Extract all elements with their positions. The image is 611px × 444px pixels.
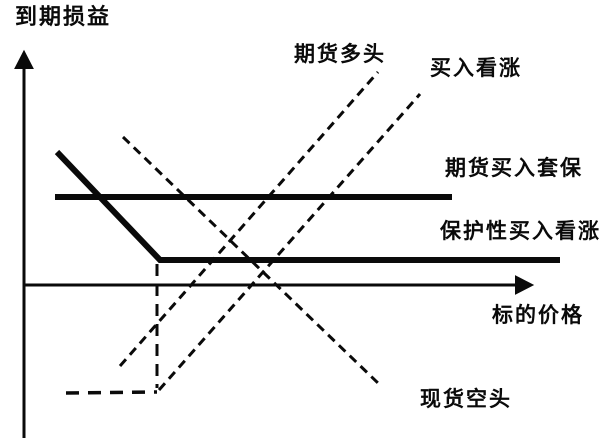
long-call-flat-line xyxy=(65,390,158,395)
y-axis-label: 到期损益 xyxy=(15,4,112,29)
spot-short-label: 现货空头 xyxy=(420,388,512,411)
long-call-rising-line xyxy=(157,93,422,391)
protective-call-line xyxy=(54,149,560,263)
long-call-label: 买入看涨 xyxy=(430,57,522,80)
futures-hedge-label: 期货买入套保 xyxy=(445,157,583,180)
futures-long-line xyxy=(118,71,380,367)
x-axis-label: 标的价格 xyxy=(492,304,584,327)
futures-long-label: 期货多头 xyxy=(294,43,386,66)
protective-call-label: 保护性买入看涨 xyxy=(440,220,601,243)
